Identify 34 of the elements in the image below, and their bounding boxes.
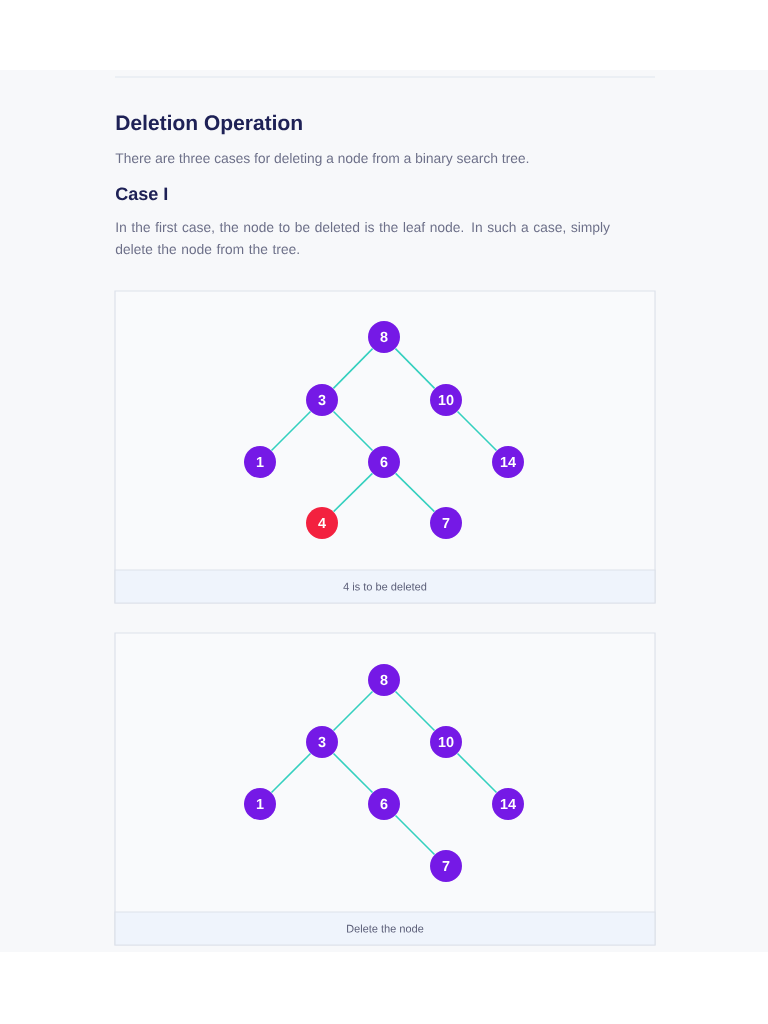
tree-node: 4 xyxy=(306,507,338,539)
tree-node: 6 xyxy=(368,446,400,478)
tree-node: 8 xyxy=(368,664,400,696)
tree-node: 14 xyxy=(492,446,524,478)
tree-node: 14 xyxy=(492,788,524,820)
branch-line xyxy=(332,472,374,513)
branch-line xyxy=(332,752,374,794)
branch-line xyxy=(394,347,436,390)
paragraph: There are three cases for deleting a node from a binary search tree. xyxy=(115,153,529,166)
heading: Deletion Operation xyxy=(116,114,302,135)
branch-line xyxy=(394,472,436,513)
tree-node: 10 xyxy=(430,726,462,758)
caption-bar: 4 is to be deleted xyxy=(114,569,656,604)
branch-line xyxy=(394,690,436,732)
branch-line xyxy=(456,752,498,794)
tree-node: 7 xyxy=(430,850,462,882)
tree-node: 6 xyxy=(368,788,400,820)
branch-line xyxy=(332,347,374,390)
branch-line xyxy=(332,690,374,732)
tree-node: 10 xyxy=(430,384,462,416)
branch-line xyxy=(270,410,312,452)
branch-line xyxy=(394,814,436,856)
tree-node: 3 xyxy=(306,384,338,416)
tree-node: 3 xyxy=(306,726,338,758)
tree-node: 7 xyxy=(430,507,462,539)
branch-line xyxy=(456,410,498,452)
caption-bar: Delete the node xyxy=(114,911,656,946)
tree-node: 1 xyxy=(244,788,276,820)
branch-line xyxy=(332,410,374,452)
branch-line xyxy=(270,752,312,794)
tree-node: 1 xyxy=(244,446,276,478)
tree-node: 8 xyxy=(368,321,400,353)
subheading: Case I xyxy=(116,187,168,201)
paragraph: In the first case, the node to be deleted is the leaf node. In such a case, simply delete the node from the tree. xyxy=(115,222,610,255)
